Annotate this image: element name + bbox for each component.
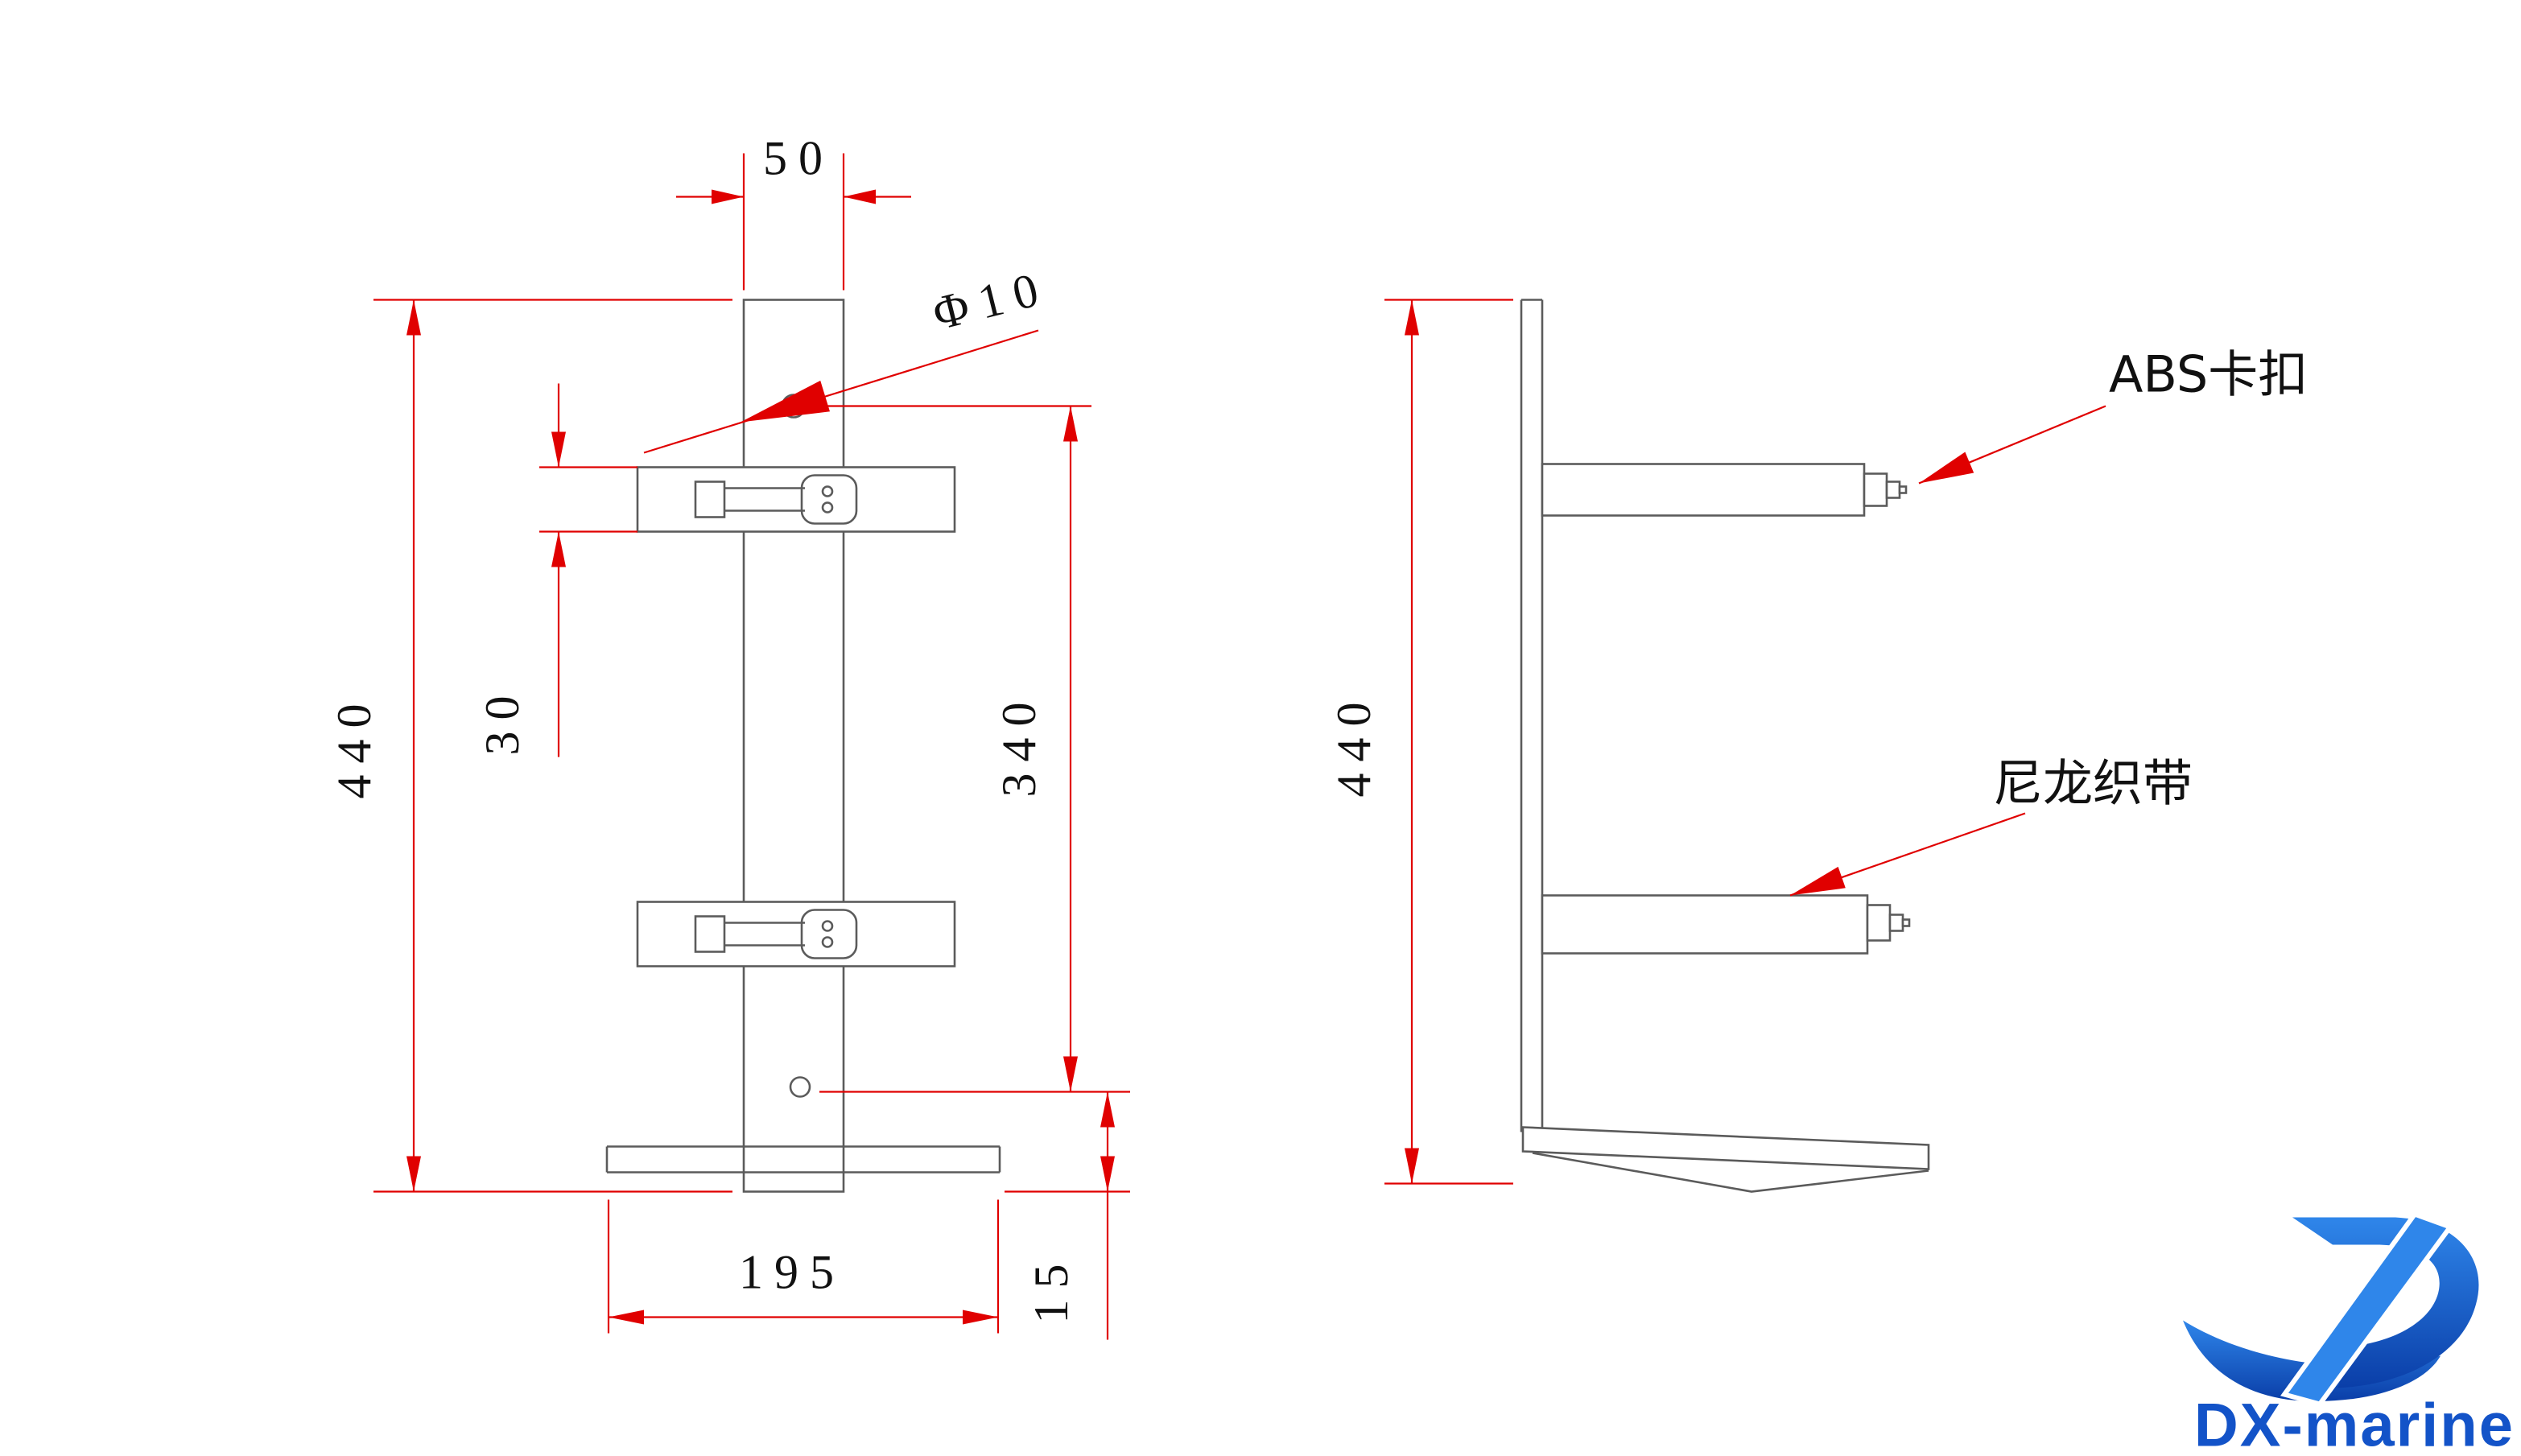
dx-marine-emblem-icon — [2183, 1211, 2479, 1407]
bracket-plate-side — [1520, 299, 1544, 1132]
dim-340-label: 340 — [992, 691, 1046, 798]
dimension-base-offset: 15 — [1005, 1091, 1130, 1340]
dimension-top-width: 50 — [676, 132, 911, 291]
dimension-hole-diameter: Φ10 — [643, 260, 1054, 454]
strap-lower-front — [636, 901, 956, 967]
dimension-base-width: 195 — [607, 1199, 1000, 1334]
base-plate-front — [605, 1145, 1001, 1173]
brand-logo: DX-marine — [2183, 1211, 2515, 1456]
side-view: 440 ABS卡扣 尼龙织带 — [1327, 299, 2308, 1193]
dim-440-front-label: 440 — [328, 693, 381, 799]
front-view: 50 Φ10 440 30 — [328, 132, 1130, 1340]
dimension-strap-height: 30 — [476, 383, 637, 757]
bracket-plate-front — [742, 299, 845, 1193]
abs-buckle-label: ABS卡扣 — [2109, 345, 2308, 404]
dim-440-side-label: 440 — [1327, 691, 1380, 798]
callout-nylon-webbing: 尼龙织带 — [1789, 754, 2193, 897]
dim-195-label: 195 — [739, 1246, 845, 1299]
base-plate-side — [1521, 1126, 1930, 1193]
strap-upper-side — [1541, 463, 1908, 517]
mounting-hole-bottom — [789, 1076, 811, 1098]
dim-phi10-label: Φ10 — [927, 260, 1054, 340]
dimension-overall-height-side: 440 — [1327, 299, 1513, 1185]
dim-50-label: 50 — [763, 132, 834, 185]
logo-text: DX-marine — [2194, 1392, 2515, 1456]
dimension-hole-spacing: 340 — [808, 405, 1130, 1093]
strap-upper-front — [636, 466, 956, 533]
dim-30-label: 30 — [476, 685, 529, 756]
callout-abs-buckle: ABS卡扣 — [1918, 345, 2308, 485]
dimension-overall-height-front: 440 — [328, 299, 732, 1193]
nylon-webbing-label: 尼龙织带 — [1993, 754, 2193, 813]
dim-15-label: 15 — [1025, 1253, 1078, 1324]
strap-lower-side — [1541, 894, 1911, 955]
